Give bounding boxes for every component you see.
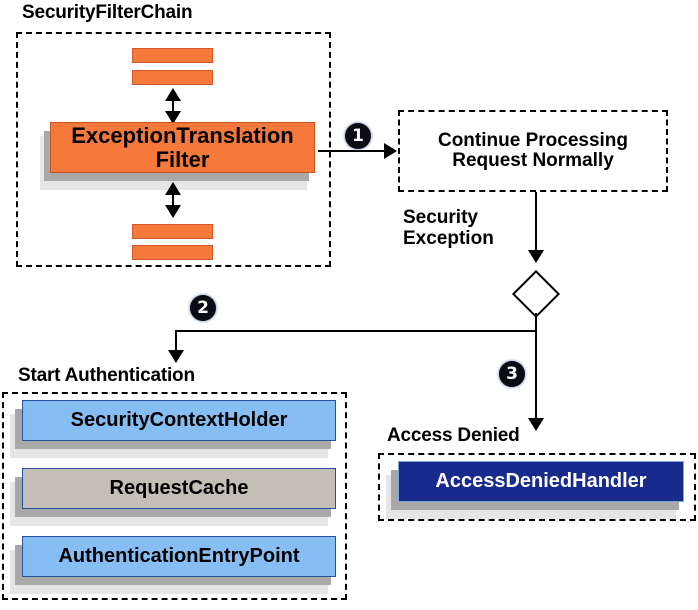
node-request-cache[interactable]: RequestCache	[22, 468, 336, 509]
decision-diamond[interactable]	[511, 269, 561, 319]
node-access-denied-handler[interactable]: AccessDeniedHandler	[398, 461, 684, 502]
node-access-denied-handler-stack: AccessDeniedHandler	[386, 461, 688, 519]
group-container-start-authentication	[2, 392, 347, 600]
filter-link-bottom-arrow-up	[165, 182, 181, 195]
badge-step-1: 1	[345, 123, 371, 149]
edge-2-horizontal	[175, 330, 537, 332]
edge-1-line	[318, 150, 384, 152]
node-continue-processing-label: Continue Processing Request Normally	[437, 130, 629, 171]
badge-step-2: 2	[190, 295, 216, 321]
node-exception-translation-filter-stack: ExceptionTranslation Filter	[40, 122, 320, 190]
filter-bar-top-1	[132, 48, 213, 63]
filter-link-bottom-arrow-down	[165, 205, 181, 218]
badge-step-3: 3	[499, 361, 525, 387]
group-container-access-denied	[378, 453, 696, 521]
filter-link-top-arrow-down	[165, 111, 181, 124]
edge-2-drop	[175, 330, 177, 352]
edge-3-line	[535, 313, 537, 421]
node-request-cache-stack: RequestCache	[10, 468, 340, 526]
edge-label-security-exception: Security Exception	[403, 207, 494, 250]
filter-link-bottom-line	[172, 193, 174, 207]
filter-bar-bottom-2	[132, 245, 213, 260]
group-title-start-authentication: Start Authentication	[18, 365, 195, 386]
group-title-access-denied: Access Denied	[387, 425, 520, 446]
filter-link-top-line	[172, 99, 174, 113]
edge-security-exception-arrowhead	[528, 250, 544, 263]
node-exception-translation-filter[interactable]: ExceptionTranslation Filter	[50, 122, 315, 173]
node-authentication-entry-point-stack: AuthenticationEntryPoint	[10, 536, 340, 594]
filter-bar-top-2	[132, 70, 213, 85]
group-title-security-filter-chain: SecurityFilterChain	[22, 2, 193, 23]
node-exception-translation-filter-label: ExceptionTranslation Filter	[71, 123, 294, 172]
node-authentication-entry-point[interactable]: AuthenticationEntryPoint	[22, 536, 336, 577]
node-security-context-holder-stack: SecurityContextHolder	[10, 400, 340, 458]
edge-2-arrowhead	[168, 350, 184, 363]
node-access-denied-handler-label: AccessDeniedHandler	[435, 470, 647, 492]
node-request-cache-label: RequestCache	[109, 477, 249, 499]
node-continue-processing[interactable]: Continue Processing Request Normally	[398, 110, 668, 192]
node-security-context-holder[interactable]: SecurityContextHolder	[22, 400, 336, 441]
node-security-context-holder-label: SecurityContextHolder	[70, 409, 288, 431]
node-authentication-entry-point-label: AuthenticationEntryPoint	[58, 545, 300, 567]
group-container-security-filter-chain	[16, 32, 331, 267]
filter-bar-bottom-1	[132, 224, 213, 239]
edge-3-arrowhead	[528, 418, 544, 431]
edge-security-exception-line	[535, 192, 537, 252]
edge-1-arrowhead	[384, 143, 397, 159]
filter-link-top-arrow-up	[165, 88, 181, 101]
